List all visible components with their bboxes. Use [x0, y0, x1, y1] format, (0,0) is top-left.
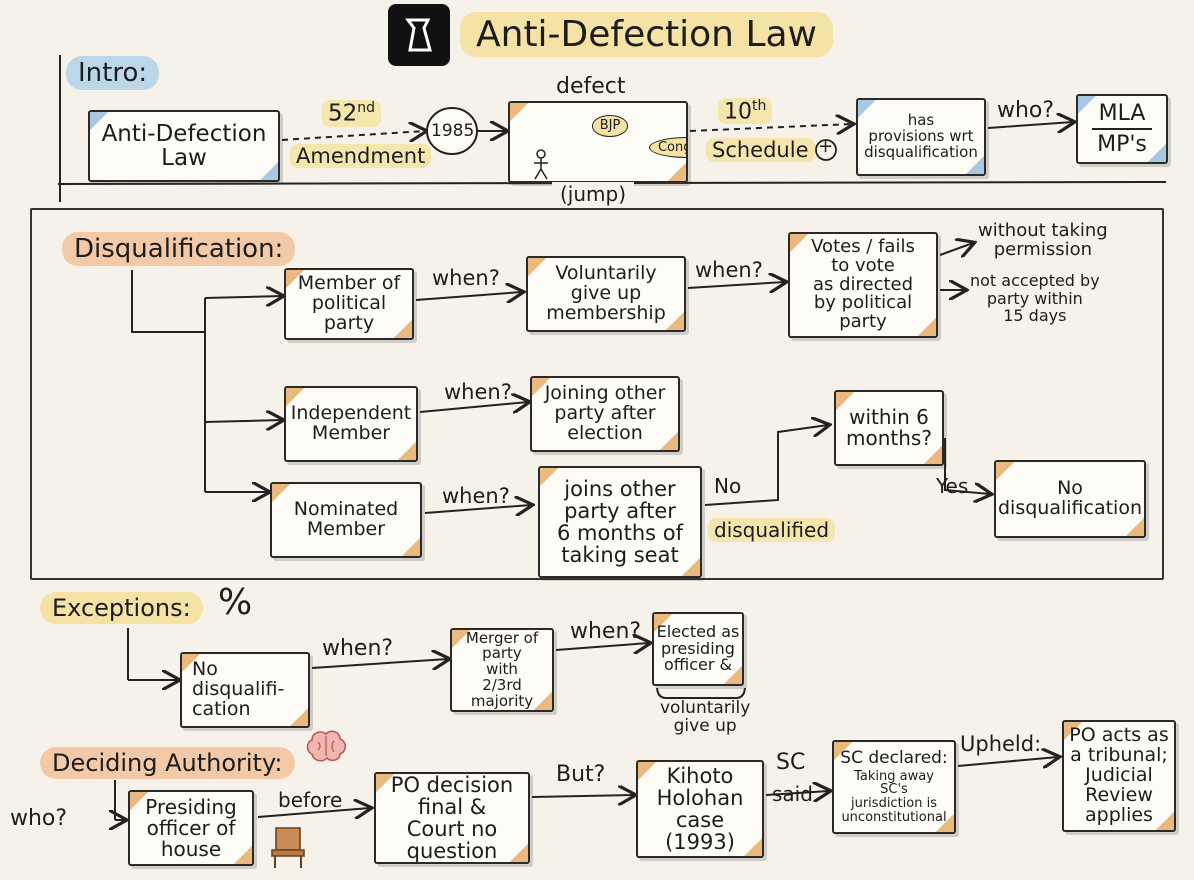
- yes-label: Yes: [936, 474, 969, 498]
- mla-label: MLA: [1098, 100, 1146, 126]
- but-label: But?: [556, 762, 606, 787]
- presiding-officer-box: Presiding officer of house: [128, 790, 254, 866]
- not-accepted-note: not accepted by party within 15 days: [970, 271, 1100, 326]
- before-label: before: [278, 788, 343, 812]
- sc-declared-box: SC declared: Taking away SC's jurisdicti…: [832, 740, 956, 834]
- party-bjp: BJP: [591, 115, 629, 137]
- schedule-label: Schedule: [706, 138, 815, 162]
- person-icon: [534, 149, 548, 180]
- elected-officer-box: Elected as presiding officer &: [652, 612, 744, 686]
- when-label-4: when?: [442, 484, 510, 508]
- voluntarily-box: Voluntarily give up membership: [526, 256, 686, 332]
- plus-icon: +: [818, 136, 834, 157]
- intro-law-box: Anti-Defection Law: [88, 110, 280, 182]
- member-party-box: Member of political party: [284, 268, 414, 340]
- po-tribunal-box: PO acts as a tribunal; Judicial Review a…: [1062, 720, 1176, 832]
- when-label-2: when?: [695, 258, 763, 282]
- no-disqualification-box: No disqualification: [994, 460, 1146, 538]
- sc-declared-body: Taking away SC's jurisdiction is unconst…: [841, 768, 947, 825]
- party-congress: Congress: [648, 136, 686, 159]
- provisions-box: has provisions wrt disqualification: [856, 98, 986, 176]
- intro-heading: Intro:: [66, 56, 160, 90]
- disqualified-label: disqualified: [708, 518, 836, 542]
- when-label-1: when?: [432, 266, 500, 290]
- sc-label: SC: [776, 750, 806, 775]
- merger-box: Merger of party with 2/3rd majority: [450, 628, 554, 712]
- when-label-3: when?: [444, 380, 512, 404]
- disqualification-frame: [30, 208, 1164, 580]
- sc-declared-title: SC declared:: [840, 747, 948, 768]
- defect-box: BJP Congress: [508, 101, 688, 183]
- amendment-number: 52nd: [322, 100, 382, 127]
- authority-who-label: who?: [10, 806, 68, 831]
- exceptions-heading: Exceptions:: [40, 592, 203, 624]
- page-title: Anti-Defection Law: [460, 12, 833, 57]
- mla-mp-box: MLA MP's: [1076, 94, 1168, 164]
- logo-icon: [388, 4, 450, 66]
- chair-icon: [271, 827, 305, 868]
- exceptions-when-2: when?: [570, 619, 642, 644]
- schedule-number: 10th: [718, 98, 773, 125]
- nominated-box: Nominated Member: [270, 482, 422, 558]
- exceptions-when-1: when?: [322, 636, 394, 661]
- jump-label: (jump): [552, 182, 635, 206]
- said-label: said: [772, 782, 813, 806]
- percent-icon: %: [218, 582, 253, 623]
- votes-box: Votes / fails to vote as directed by pol…: [788, 232, 938, 338]
- kihoto-holohan-box: Kihoto Holohan case (1993): [636, 760, 764, 858]
- year-label: 1985: [431, 121, 475, 141]
- authority-heading: Deciding Authority:: [40, 747, 295, 779]
- no-label: No: [714, 474, 742, 498]
- joins-party-box: joins other party after 6 months of taki…: [538, 466, 702, 578]
- disqualification-heading: Disqualification:: [62, 232, 296, 266]
- upheld-label: Upheld:: [960, 732, 1042, 756]
- mla-divider: [1092, 128, 1152, 130]
- brain-icon: [306, 730, 347, 762]
- who-label: who?: [997, 98, 1055, 123]
- joining-party-box: Joining other party after election: [530, 376, 680, 452]
- amendment-label: Amendment: [290, 144, 432, 168]
- within-six-months-box: within 6 months?: [834, 390, 944, 466]
- exceptions-no-disqualification-box: No disqualifi- cation: [180, 652, 310, 728]
- independent-box: Independent Member: [284, 386, 418, 462]
- po-decision-box: PO decision final & Court no question: [374, 772, 530, 864]
- mps-label: MP's: [1097, 132, 1147, 157]
- voluntarily-give-up-note: voluntarily give up: [660, 698, 751, 736]
- without-permission-note: without taking permission: [978, 220, 1108, 260]
- defect-label: defect: [556, 74, 626, 99]
